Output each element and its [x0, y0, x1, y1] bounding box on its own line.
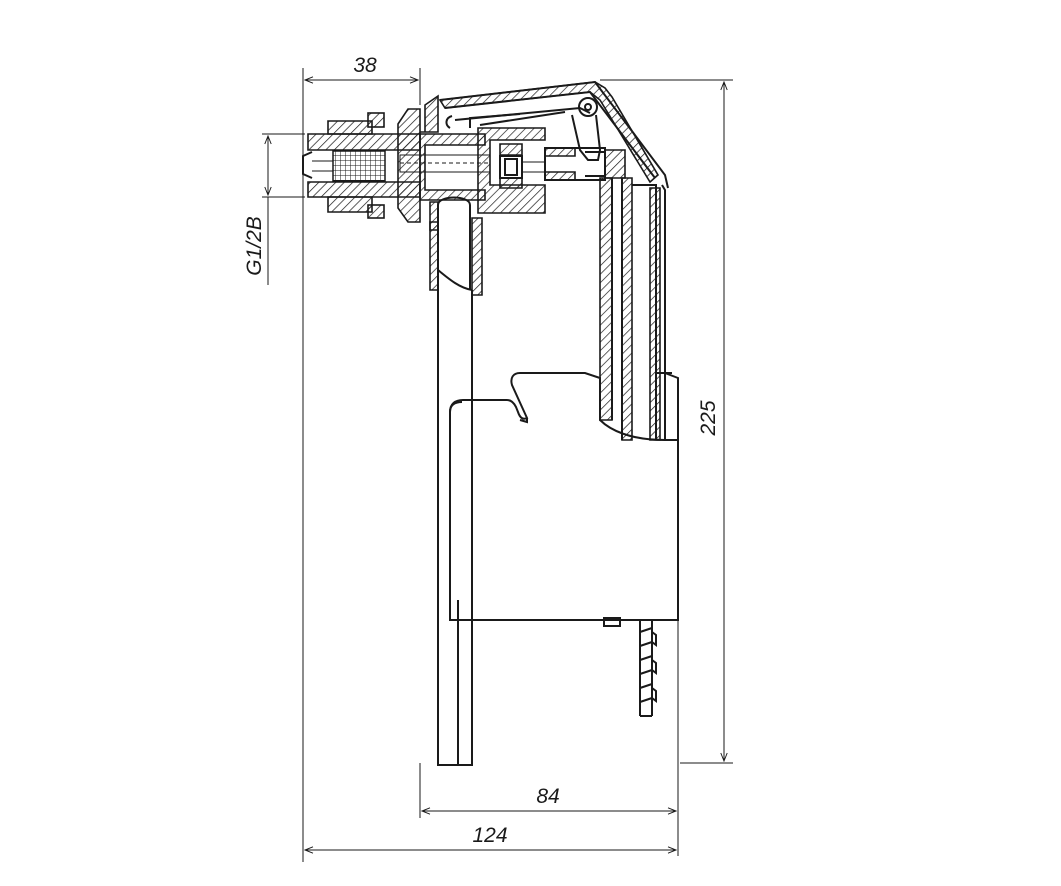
inlet-body	[302, 94, 439, 231]
guide-column	[599, 177, 666, 441]
dimension-thread: G1/2B	[243, 133, 305, 285]
valve-chamber	[399, 127, 626, 214]
inlet-filter-mesh	[332, 150, 386, 182]
dimension-overall-width: 124	[305, 824, 676, 850]
outlet-pipe	[429, 196, 483, 766]
dim-label-124: 124	[472, 824, 507, 847]
dim-label-84: 84	[536, 785, 559, 808]
dim-label-38: 38	[353, 54, 377, 77]
dim-label-225: 225	[697, 400, 720, 436]
adjustment-rack	[603, 617, 657, 717]
float-body	[449, 372, 679, 621]
dimension-height: 225	[600, 79, 733, 764]
dimension-float-width: 84	[419, 620, 679, 856]
lever-arm	[438, 80, 669, 189]
dimension-inlet-offset: 38	[302, 54, 421, 862]
dim-label-thread: G1/2B	[243, 216, 266, 276]
